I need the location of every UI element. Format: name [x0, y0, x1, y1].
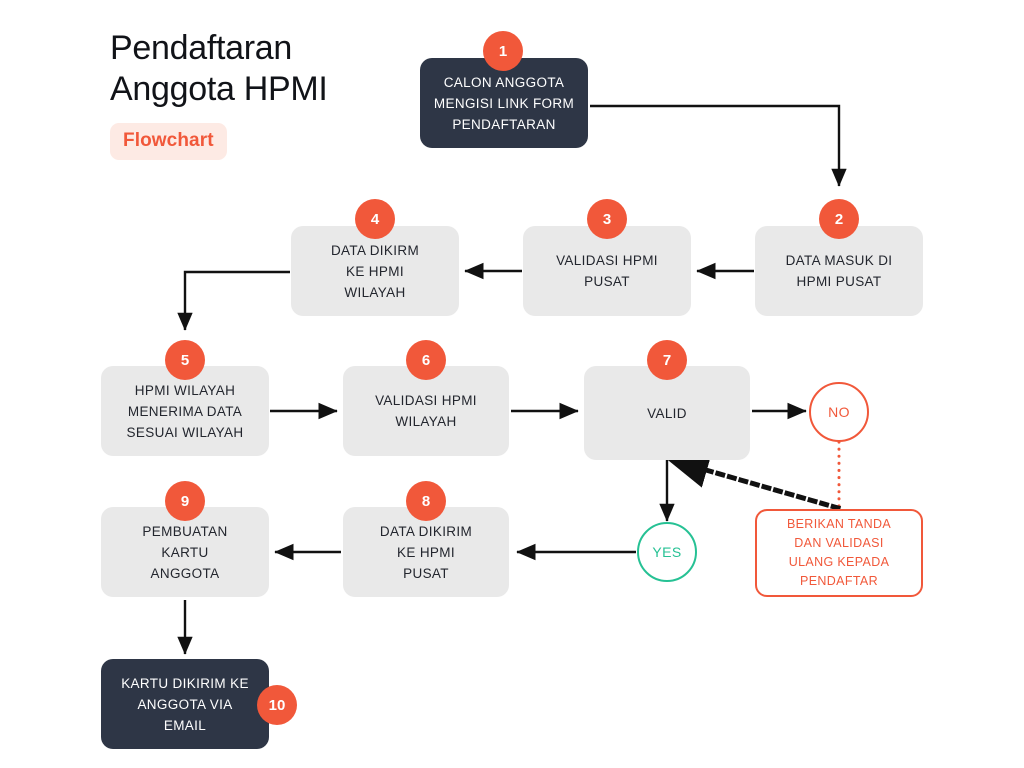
node-9-label: PEMBUATAN KARTU ANGGOTA [142, 523, 228, 581]
node-1-label: CALON ANGGOTA MENGISI LINK FORM PENDAFTA… [433, 74, 575, 132]
badge-5: 5 [165, 340, 205, 380]
edge-retry-to-7 [665, 452, 842, 512]
decision-no-label: NO [828, 404, 850, 420]
node-4-data-dikirim-wilayah[interactable]: DATA DIKIRM KE HPMI WILAYAH [291, 226, 459, 316]
node-berikan-tanda-validasi-ulang[interactable]: BERIKAN TANDA DAN VALIDASI ULANG KEPADA … [755, 509, 923, 597]
node-10-label: KARTU DIKIRIM KE ANGGOTA VIA EMAIL [121, 675, 249, 733]
node-1-calon-anggota[interactable]: CALON ANGGOTA MENGISI LINK FORM PENDAFTA… [420, 58, 588, 148]
node-2-label: DATA MASUK DI HPMI PUSAT [785, 253, 893, 289]
node-5-label: HPMI WILAYAH MENERIMA DATA SESUAI WILAYA… [126, 382, 244, 440]
decision-yes-label: YES [652, 544, 682, 560]
node-4-label: DATA DIKIRM KE HPMI WILAYAH [330, 242, 420, 300]
node-8-data-dikirim-pusat[interactable]: DATA DIKIRIM KE HPMI PUSAT [343, 507, 509, 597]
node-7-label: VALID [647, 405, 687, 421]
page-title: Pendaftaran Anggota HPMI [110, 29, 328, 108]
badge-10: 10 [257, 685, 297, 725]
node-10-kartu-dikirim-email[interactable]: KARTU DIKIRIM KE ANGGOTA VIA EMAIL [101, 659, 269, 749]
node-3-validasi-pusat[interactable]: VALIDASI HPMI PUSAT [523, 226, 691, 316]
header: Pendaftaran Anggota HPMI Flowchart [110, 28, 440, 160]
badge-8: 8 [406, 481, 446, 521]
decision-yes[interactable]: YES [637, 522, 697, 582]
flowchart-badge: Flowchart [110, 123, 227, 160]
badge-6: 6 [406, 340, 446, 380]
node-8-label: DATA DIKIRIM KE HPMI PUSAT [379, 523, 473, 581]
node-5-hpmi-wilayah-menerima[interactable]: HPMI WILAYAH MENERIMA DATA SESUAI WILAYA… [101, 366, 269, 456]
node-2-data-masuk[interactable]: DATA MASUK DI HPMI PUSAT [755, 226, 923, 316]
badge-3: 3 [587, 199, 627, 239]
badge-9: 9 [165, 481, 205, 521]
node-9-pembuatan-kartu[interactable]: PEMBUATAN KARTU ANGGOTA [101, 507, 269, 597]
node-6-label: VALIDASI HPMI WILAYAH [375, 393, 477, 429]
edge-1-to-2 [590, 104, 847, 187]
decision-no[interactable]: NO [809, 382, 869, 442]
badge-4: 4 [355, 199, 395, 239]
badge-7: 7 [647, 340, 687, 380]
node-retry-label: BERIKAN TANDA DAN VALIDASI ULANG KEPADA … [786, 517, 892, 588]
badge-1: 1 [483, 31, 523, 71]
badge-2: 2 [819, 199, 859, 239]
edge-4-to-5 [177, 270, 290, 331]
node-7-valid[interactable]: VALID [584, 366, 750, 460]
node-6-validasi-wilayah[interactable]: VALIDASI HPMI WILAYAH [343, 366, 509, 456]
node-3-label: VALIDASI HPMI PUSAT [556, 253, 658, 289]
